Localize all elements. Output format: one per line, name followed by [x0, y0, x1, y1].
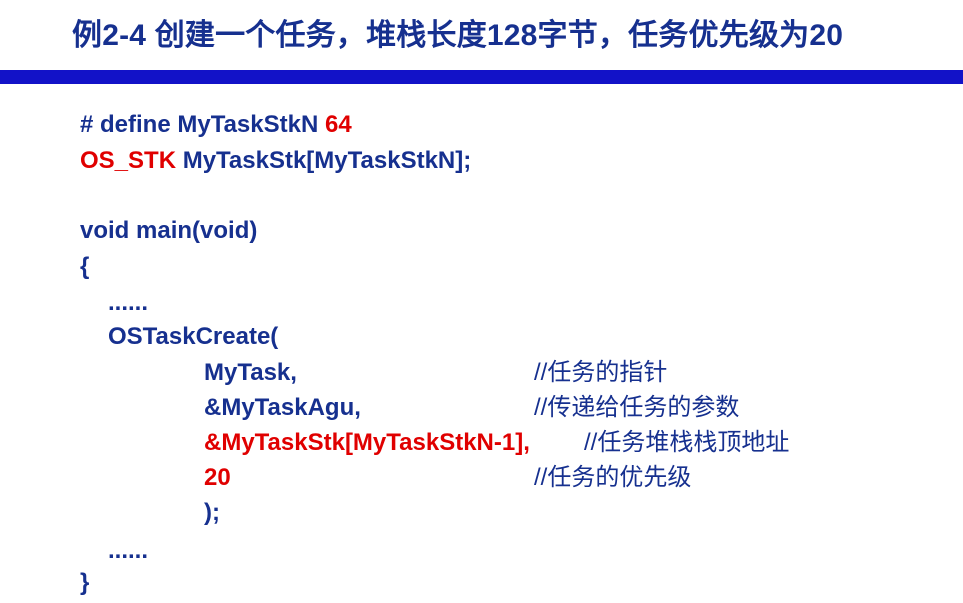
arg-priority: 20	[204, 464, 231, 491]
comment-task: //任务的指针	[534, 359, 668, 386]
close-paren: );	[204, 499, 220, 526]
arg-task: MyTask,	[204, 359, 297, 386]
stack-declaration: OS_STK MyTaskStk[MyTaskStkN];	[80, 146, 471, 176]
define-line: # define MyTaskStkN 64	[80, 110, 352, 140]
define-keyword: # define MyTaskStkN	[80, 111, 325, 138]
main-signature: void main(void)	[80, 217, 258, 244]
comment-stack-top: //任务堆栈栈顶地址	[584, 429, 790, 456]
close-brace: }	[80, 569, 90, 596]
stack-decl: MyTaskStk[MyTaskStkN];	[176, 147, 472, 174]
ellipsis-bottom: ......	[108, 537, 149, 564]
title-divider	[0, 70, 963, 84]
task-create-call: OSTaskCreate(	[108, 323, 279, 350]
ellipsis-top: ......	[108, 289, 149, 316]
define-value: 64	[324, 111, 352, 138]
stack-type: OS_STK	[80, 147, 177, 174]
arg-param: &MyTaskAgu,	[204, 394, 361, 421]
comment-param: //传递给任务的参数	[534, 394, 740, 421]
slide-title: 例2-4 创建一个任务，堆栈长度128字节，任务优先级为20	[72, 19, 844, 52]
open-brace: {	[80, 253, 90, 280]
comment-priority: //任务的优先级	[534, 464, 692, 491]
arg-stack-top: &MyTaskStk[MyTaskStkN-1],	[204, 429, 530, 456]
